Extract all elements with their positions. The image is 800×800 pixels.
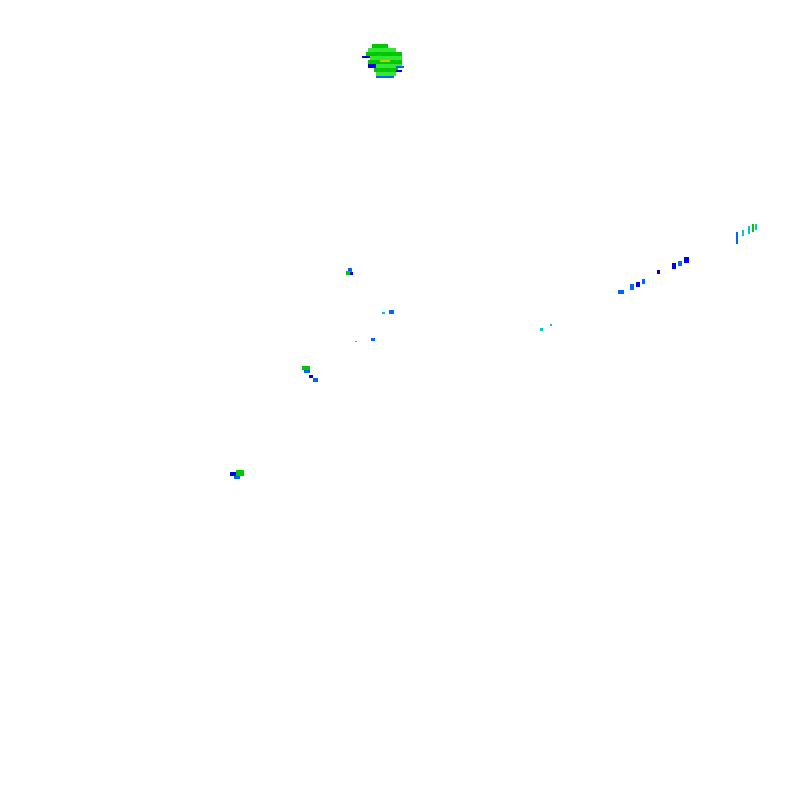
precipitation-cell-1 xyxy=(346,268,353,275)
precipitation-cell-top xyxy=(362,44,404,78)
precipitation-band-east xyxy=(540,224,757,331)
precipitation-cell-5 xyxy=(230,470,244,479)
precipitation-cell-2 xyxy=(382,310,394,314)
precipitation-cell-3 xyxy=(355,338,375,342)
precipitation-cell-4 xyxy=(302,366,318,382)
